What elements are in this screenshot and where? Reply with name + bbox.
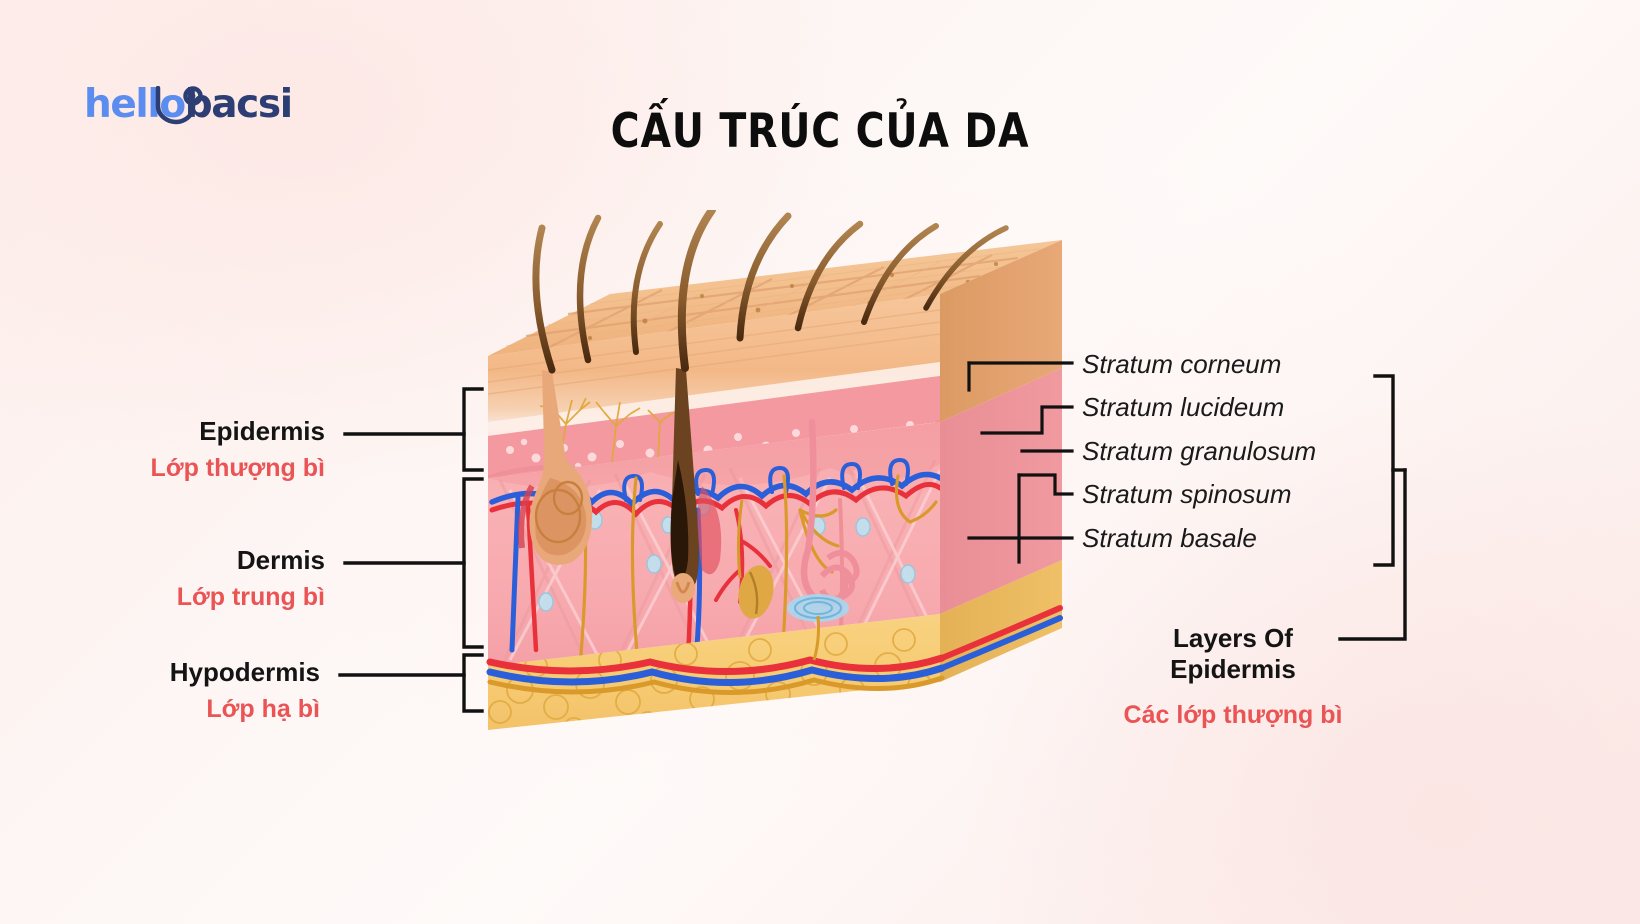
label-epidermis: Epidermis Lớp thượng bì [0, 416, 325, 483]
brand-name-hello: hello [84, 81, 186, 127]
label-hypodermis: Hypodermis Lớp hạ bì [0, 657, 320, 724]
brand-logo[interactable]: hellobacsi [84, 80, 293, 128]
eccrine-gland [736, 499, 774, 619]
label-layers-en-line1: Layers Of [1173, 623, 1293, 653]
sebaceous-gland [518, 370, 593, 565]
stethoscope-icon [155, 86, 203, 125]
brand-name-bacsi: bacsi [184, 81, 293, 127]
label-stratum-spinosum: Stratum spinosum [1082, 479, 1292, 509]
label-layers-en-line2: Epidermis [1170, 654, 1296, 685]
label-layers-vi: Các lớp thượng bì [1123, 700, 1343, 729]
label-stratum-basale: Stratum basale [1082, 523, 1257, 553]
label-stratum-lucideum: Stratum lucideum [1082, 392, 1285, 422]
label-stratum-corneum: Stratum corneum [1082, 349, 1282, 379]
label-epidermis-en: Epidermis [199, 416, 325, 446]
label-hypodermis-en: Hypodermis [169, 657, 320, 687]
deep-vascular-plexus [486, 605, 1063, 696]
label-dermis-en: Dermis [236, 545, 325, 575]
label-hypodermis-vi: Lớp hạ bì [206, 695, 320, 724]
label-dermis: Dermis Lớp trung bì [0, 545, 325, 612]
label-dermis-vi: Lớp trung bì [176, 583, 325, 612]
hair-shafts [532, 206, 1009, 374]
skin-cross-section-illustration [440, 206, 1080, 750]
hair-follicle [670, 368, 722, 603]
label-layers-of-epidermis: Layers Of Epidermis Các lớp thượng bì [1098, 623, 1368, 729]
pacinian-corpuscle [787, 594, 849, 661]
label-stratum-granulosum: Stratum granulosum [1082, 436, 1317, 466]
page-title: CẤU TRÚC CỦA DA [610, 104, 1030, 159]
label-epidermis-vi: Lớp thượng bì [150, 454, 325, 483]
